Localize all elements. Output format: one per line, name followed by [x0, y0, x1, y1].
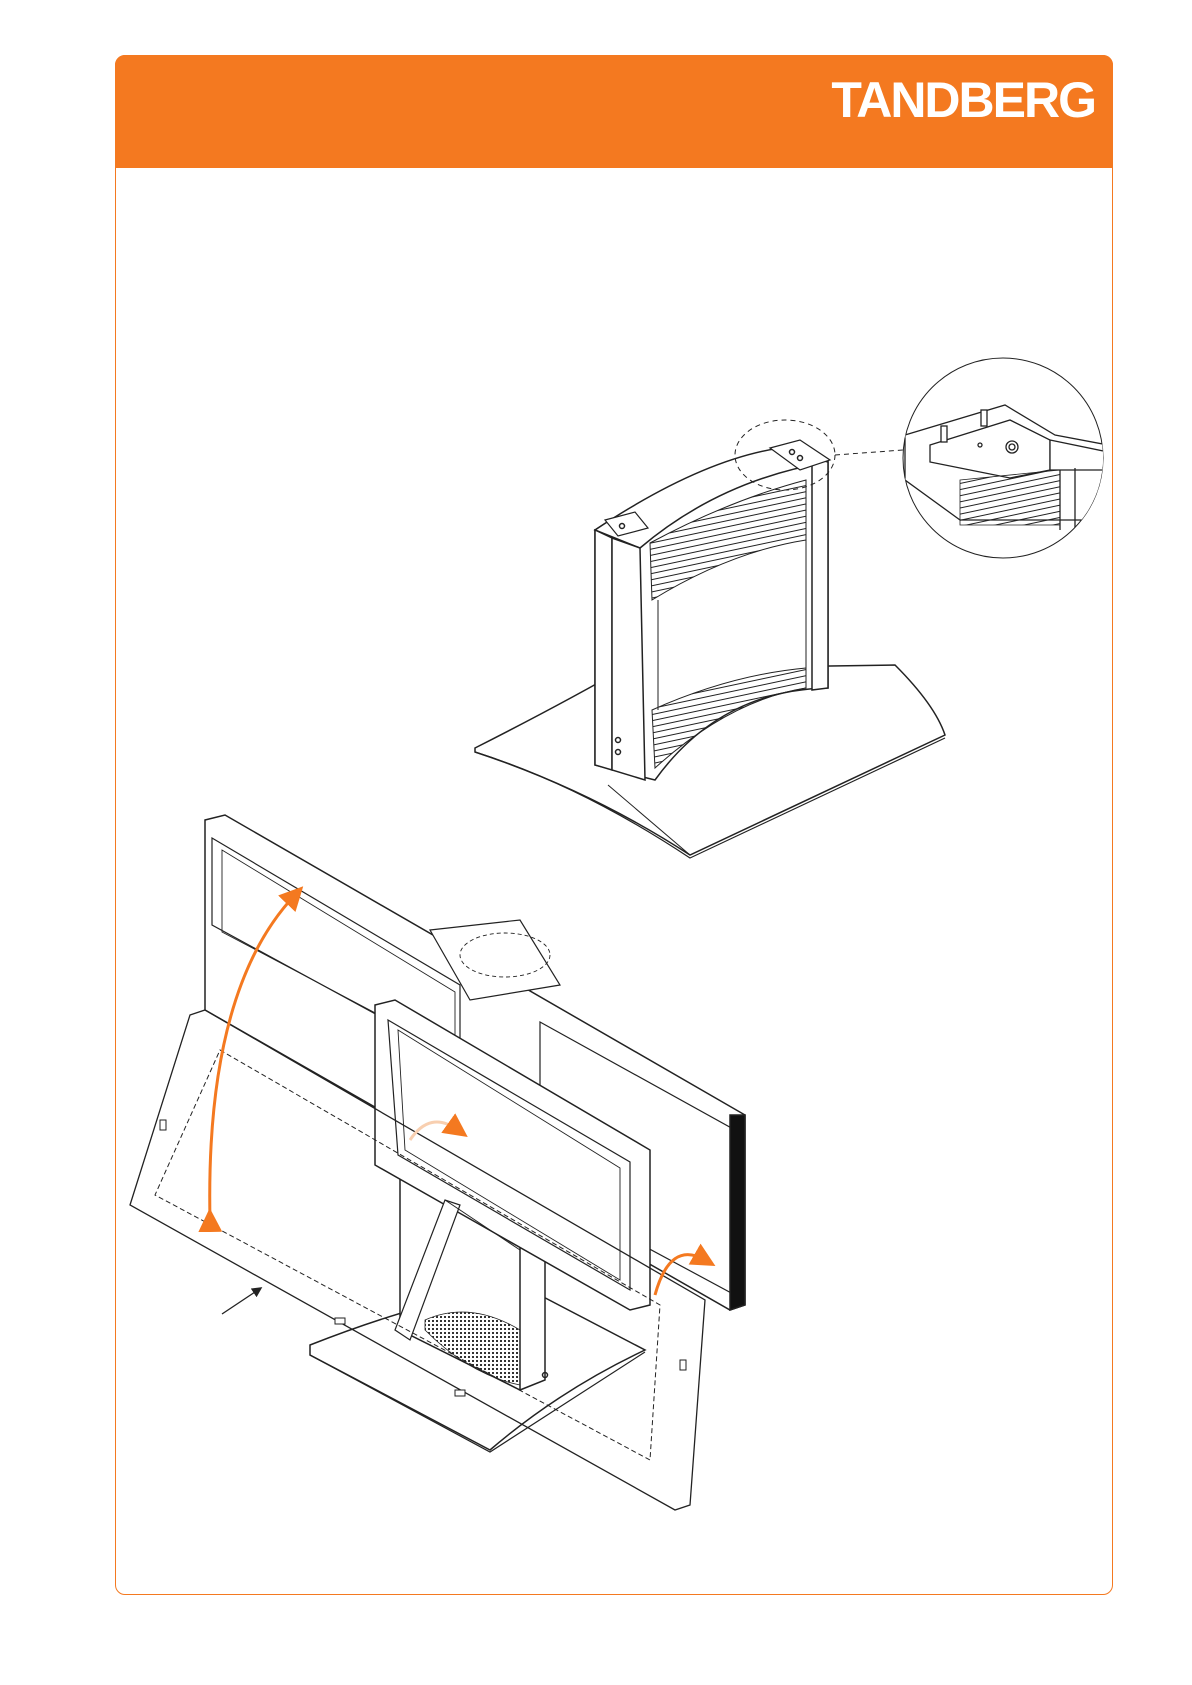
detail-callout-circle: [903, 358, 1108, 558]
display-mounting-figure: [130, 815, 745, 1510]
stand-column-figure: [475, 420, 945, 858]
